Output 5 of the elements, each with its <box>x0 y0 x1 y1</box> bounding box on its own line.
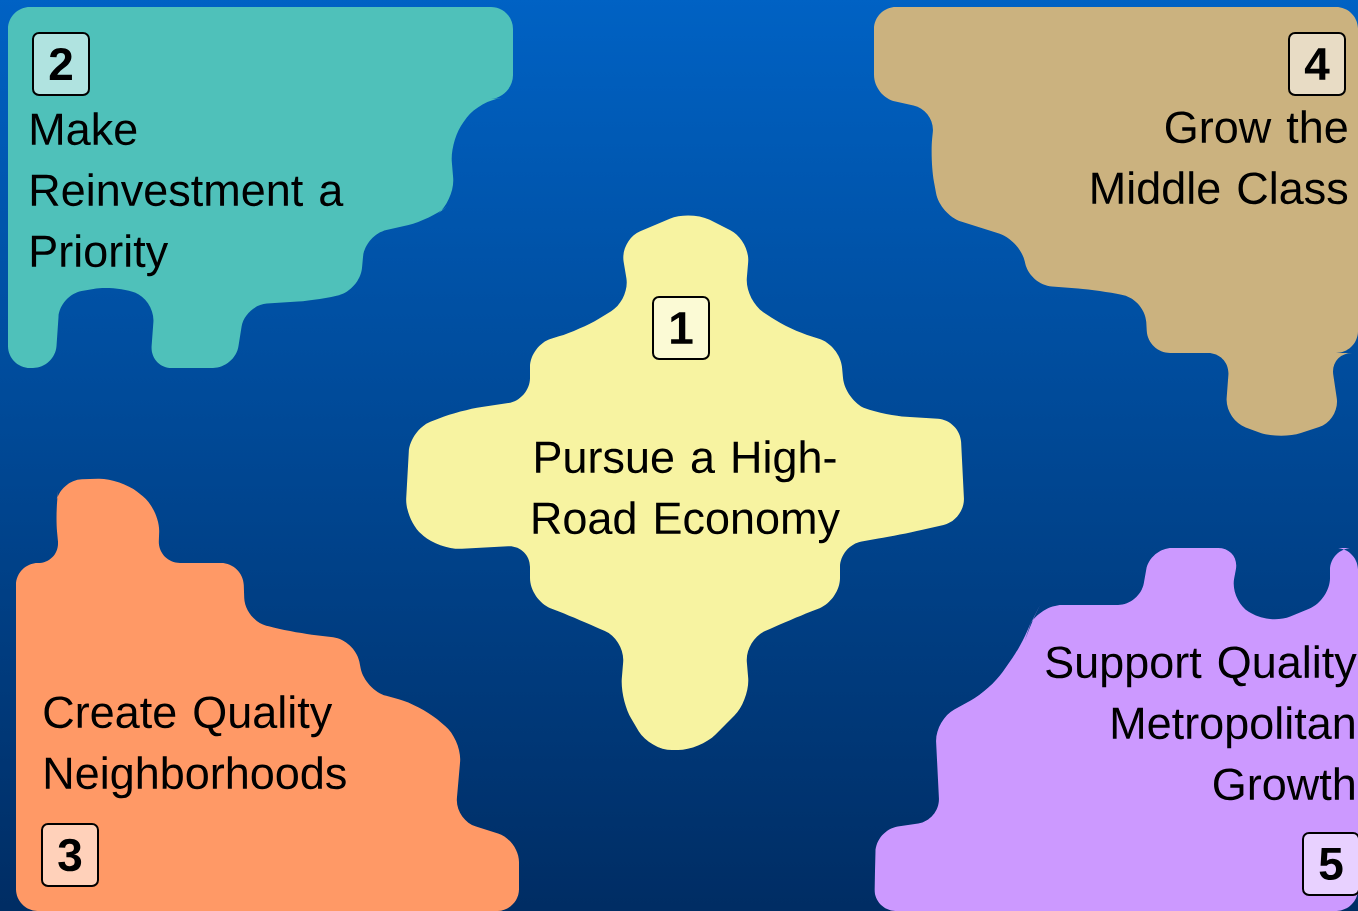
number-badge: 2 <box>32 32 90 96</box>
number-badge: 5 <box>1302 832 1358 896</box>
number-badge: 3 <box>41 823 99 887</box>
number-badge: 1 <box>652 296 710 360</box>
number-badge: 4 <box>1288 32 1346 96</box>
